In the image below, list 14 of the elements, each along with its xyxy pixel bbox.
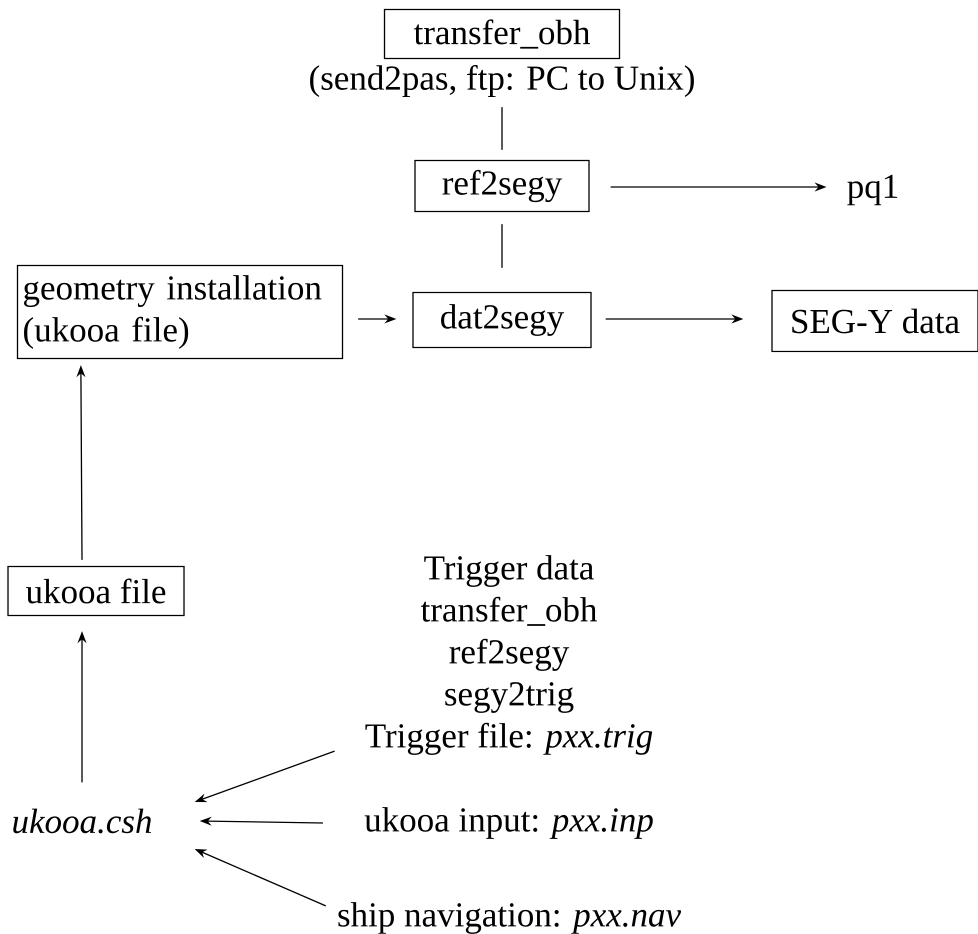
process-box: transfer_obh: [384, 8, 620, 60]
caption-text: (send2pas, ftp: PC to Unix): [310, 64, 694, 98]
process-box: ref2segy: [414, 160, 590, 212]
process-box: SEG-Y data: [771, 290, 978, 352]
connector-line: [501, 224, 503, 268]
text-label: Trigger data transfer_obh ref2segy segy2trig Trigger file: pxx.trig: [365, 555, 652, 755]
process-box: ukooa file: [7, 566, 185, 616]
text-label: ship navigation: pxx.nav: [338, 902, 682, 934]
text-label: ukooa input: pxx.inp: [364, 807, 653, 839]
connector-line: [501, 107, 503, 150]
process-box: geometry installation (ukooa file): [16, 264, 344, 360]
text-label: pq1: [847, 174, 898, 206]
process-box: dat2segy: [412, 292, 592, 348]
text-label: ukooa.csh: [13, 808, 152, 834]
